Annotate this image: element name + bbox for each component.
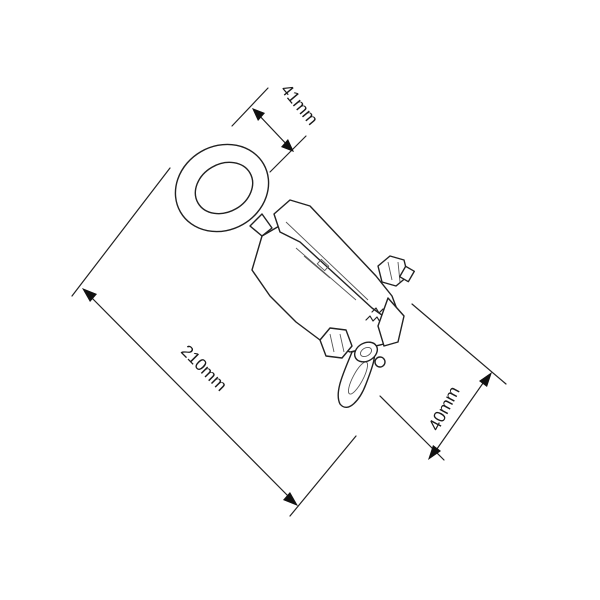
extension-line [231, 87, 269, 127]
pull-ring-inner [194, 161, 254, 215]
dimension-label-41mm: 41mm [277, 80, 322, 128]
dimension-line [431, 375, 489, 457]
slot [316, 258, 330, 272]
ring-neck [249, 213, 273, 237]
groove-line [303, 255, 331, 279]
groove-line [285, 221, 369, 301]
arrowhead [252, 108, 265, 121]
groove-line [295, 247, 357, 301]
arrowhead [283, 492, 298, 506]
arrowhead [281, 139, 294, 152]
extension-line [411, 303, 507, 385]
dimension-line [255, 111, 291, 149]
arrowhead [428, 445, 441, 460]
extension-line [269, 135, 307, 173]
dimension-line [85, 291, 295, 503]
clamp-body [174, 143, 416, 409]
dimension-label-40mm: 40mm [425, 383, 464, 434]
jaw-tip [377, 297, 405, 347]
arrowhead [82, 288, 97, 302]
bottom-loop [337, 341, 386, 409]
hex-nut [319, 327, 353, 359]
extension-line [71, 167, 171, 297]
extension-line [289, 435, 357, 517]
arrowhead [479, 372, 492, 387]
dimension-label-210mm: 210mm [177, 341, 231, 395]
adjust-nut [377, 255, 416, 287]
